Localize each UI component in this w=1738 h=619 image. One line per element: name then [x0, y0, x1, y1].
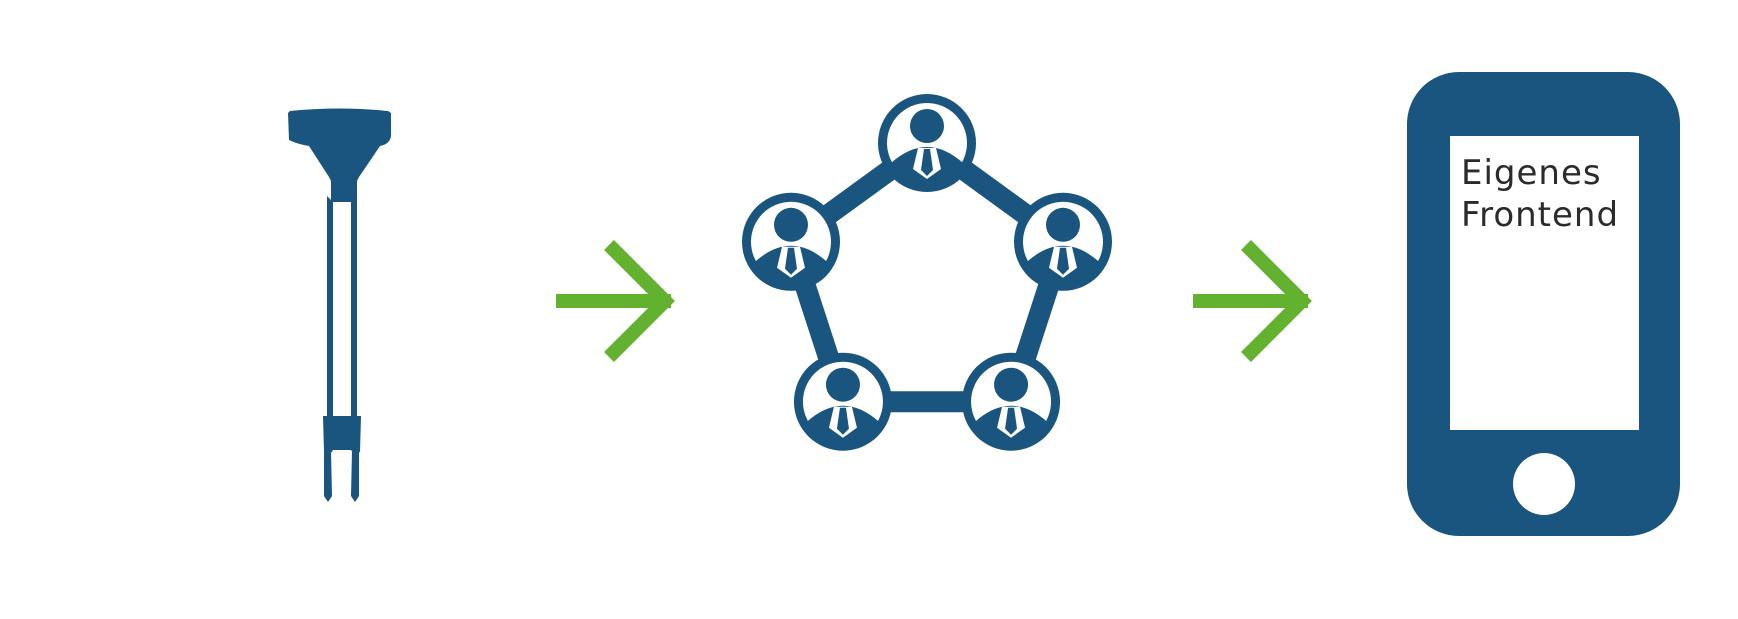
person-head [773, 207, 808, 242]
person-tie [836, 407, 849, 435]
person-head [825, 367, 860, 402]
phone-screen [1450, 136, 1639, 430]
arrow-1-head [604, 240, 675, 362]
sensor-prong-left [324, 451, 332, 502]
soil-sensor-icon [288, 108, 391, 502]
arrow-2-icon [1193, 240, 1312, 362]
person-tie [1057, 247, 1070, 275]
sensor-collar [323, 416, 361, 453]
phone-home-button [1513, 453, 1575, 515]
person-tie [921, 149, 933, 176]
smartphone-icon: Eigenes Frontend [1407, 72, 1680, 536]
phone-label-line2: Frontend [1461, 195, 1619, 235]
people-network-icon [741, 94, 1113, 451]
sensor-head [288, 108, 391, 202]
person-head [994, 367, 1029, 402]
sensor-prong-right [351, 451, 359, 502]
person-tie [784, 247, 797, 275]
person-tie [1005, 407, 1018, 435]
arrow-2-head [1241, 240, 1312, 362]
sensor-slot [333, 202, 351, 417]
person-head [910, 109, 944, 143]
person-head [1046, 207, 1081, 242]
arrow-1-icon [556, 240, 675, 362]
phone-label-line1: Eigenes [1461, 153, 1602, 193]
